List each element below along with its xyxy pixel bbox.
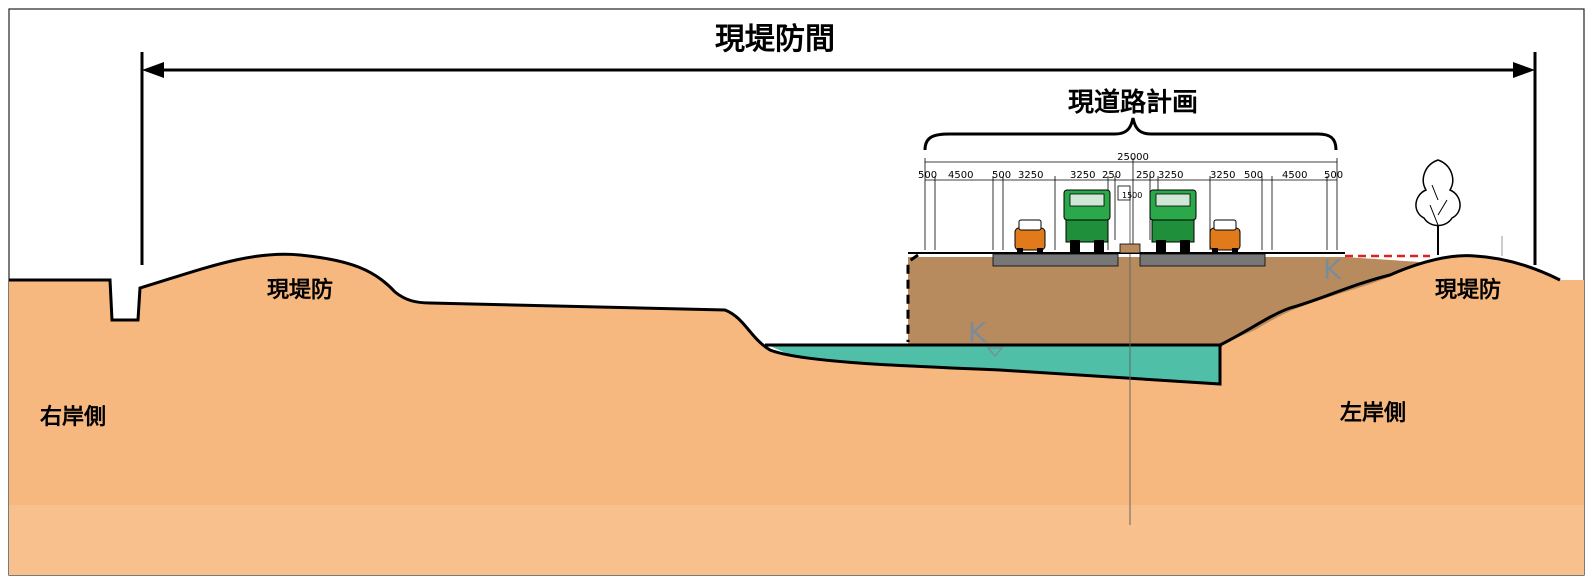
right-bank-label: 右岸側 — [40, 405, 106, 430]
seg-1: 500 — [918, 170, 937, 181]
water-channel — [768, 345, 1220, 384]
seg-11: 4500 — [1282, 170, 1307, 181]
right-levee-label: 現堤防 — [267, 278, 333, 303]
truck-icon — [1149, 189, 1197, 252]
water-level-symbol — [986, 347, 1004, 357]
road-plan-title: 現道路計画 — [1068, 87, 1198, 118]
truck-icon — [1063, 189, 1111, 252]
car-icon — [1209, 219, 1241, 253]
seg-9: 3250 — [1210, 170, 1235, 181]
pavement-left — [992, 253, 1119, 267]
left-bank-label: 左岸側 — [1340, 400, 1406, 426]
k-marker-left: K — [968, 316, 987, 349]
seg-12: 500 — [1324, 170, 1343, 181]
tree-icon — [1415, 159, 1461, 255]
car-icon — [1014, 219, 1046, 253]
seg-5: 3250 — [1070, 170, 1095, 181]
median-marker — [1117, 185, 1131, 201]
road-plan-brace — [923, 117, 1338, 151]
left-levee-label: 現堤防 — [1435, 278, 1501, 303]
seg-4: 3250 — [1018, 170, 1043, 181]
pavement-right — [1139, 253, 1266, 267]
road-segment-labels: 500 4500 500 3250 3250 250 250 3250 3250… — [918, 170, 1343, 200]
arrowhead-right — [1513, 62, 1535, 78]
ground-outline — [9, 252, 1561, 386]
seg-3: 500 — [992, 170, 1011, 181]
median-strip — [1119, 243, 1141, 254]
median-width: 1500 — [1122, 191, 1142, 200]
seg-10: 500 — [1244, 170, 1263, 181]
levee-span-title: 現堤防間 — [715, 22, 835, 57]
ground-profile — [9, 254, 1584, 575]
seg-7: 250 — [1136, 170, 1155, 181]
seg-6: 250 — [1102, 170, 1121, 181]
k-marker-right: K — [1323, 253, 1342, 286]
ground-lower-band — [9, 505, 1584, 575]
road-embankment — [908, 257, 1420, 345]
road-dimension-lines — [924, 158, 1338, 250]
seg-8: 3250 — [1158, 170, 1183, 181]
road-total-width: 25000 — [1117, 152, 1149, 163]
arrowhead-left — [142, 62, 164, 78]
embankment-dashed-edge — [906, 253, 919, 342]
seg-2: 4500 — [948, 170, 973, 181]
